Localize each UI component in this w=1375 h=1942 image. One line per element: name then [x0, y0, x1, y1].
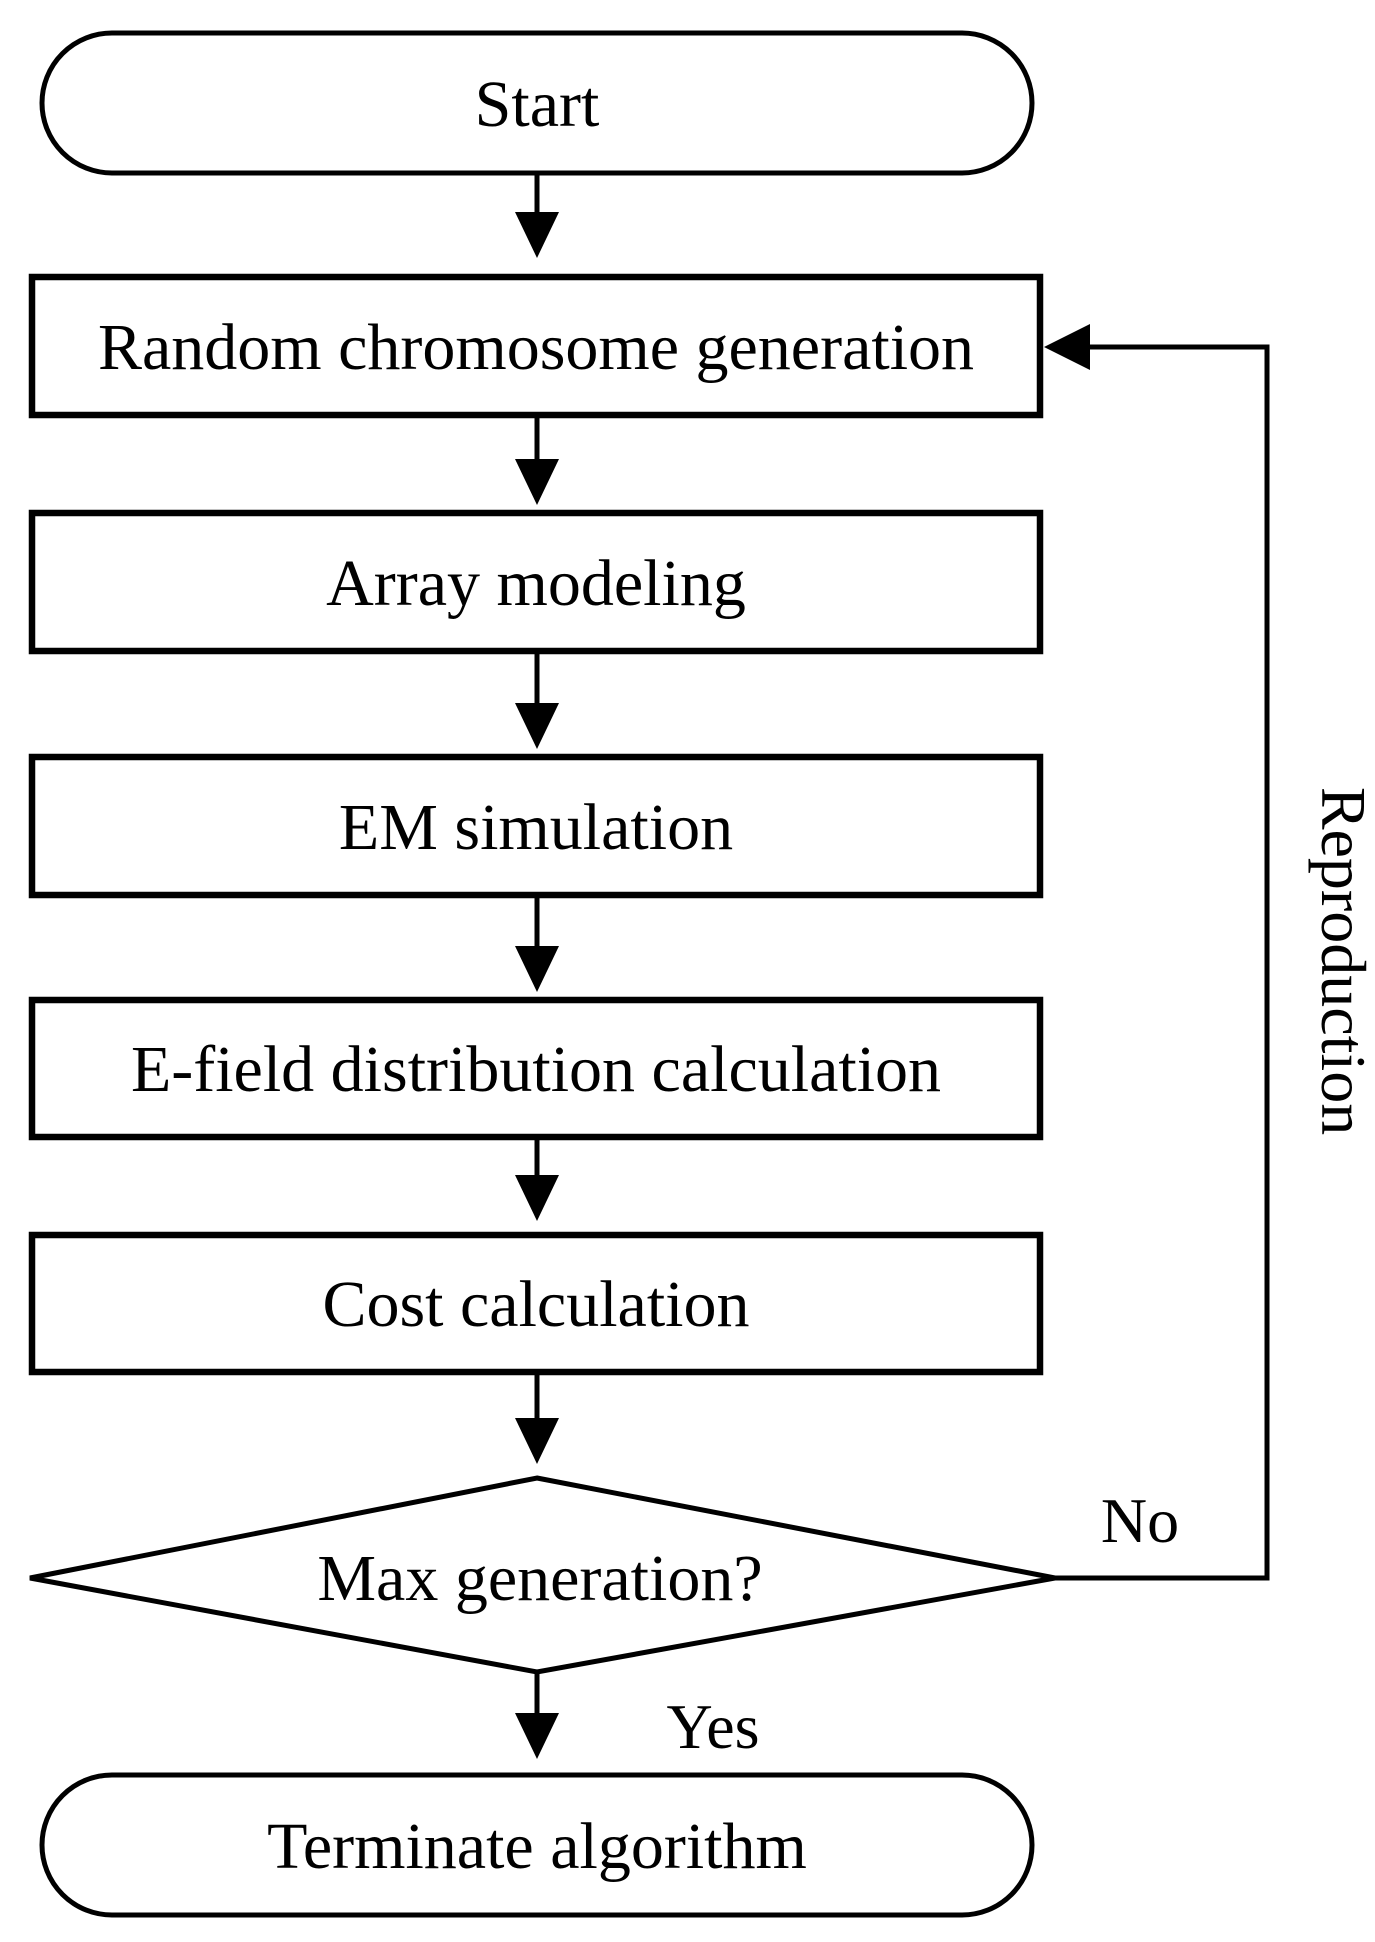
node-array-modeling: Array modeling — [28, 509, 1044, 655]
node-start: Start — [39, 30, 1035, 176]
node-max-generation: Max generation? — [29, 1475, 1056, 1675]
arrowhead-down-icon — [515, 1418, 559, 1464]
edge-label-yes: Yes — [666, 1691, 759, 1762]
node-label-max-generation: Max generation? — [317, 1542, 762, 1615]
node-e-field-distribution-calculation: E-field distribution calculation — [28, 996, 1044, 1141]
process-shape — [28, 509, 1044, 655]
arrowhead-down-icon — [515, 459, 559, 505]
node-terminate-algorithm: Terminate algorithm — [39, 1772, 1035, 1918]
node-label-random-chromosome-generation: Random chromosome generation — [98, 311, 974, 384]
node-label-terminate-algorithm: Terminate algorithm — [267, 1810, 807, 1883]
edge-array-to-em — [515, 651, 559, 749]
process-shape — [28, 1231, 1044, 1376]
decision-shape — [29, 1475, 1056, 1675]
node-label-start: Start — [475, 68, 600, 141]
node-em-simulation: EM simulation — [28, 753, 1044, 899]
node-label-e-field-distribution-calculation: E-field distribution calculation — [131, 1033, 941, 1106]
node-label-cost-calculation: Cost calculation — [322, 1268, 749, 1341]
edge-label-no: No — [1101, 1485, 1179, 1556]
edge-cost-to-decision — [515, 1372, 559, 1464]
process-shape — [28, 753, 1044, 899]
arrowhead-down-icon — [515, 1713, 559, 1759]
arrowhead-left-icon — [1044, 324, 1090, 370]
arrowhead-down-icon — [515, 212, 559, 258]
node-cost-calculation: Cost calculation — [28, 1231, 1044, 1376]
arrowhead-down-icon — [515, 946, 559, 992]
node-random-chromosome-generation: Random chromosome generation — [28, 273, 1044, 419]
process-shape — [28, 273, 1044, 419]
terminator-shape — [39, 1772, 1035, 1918]
terminator-shape — [39, 30, 1035, 176]
edge-start-to-random — [515, 173, 559, 258]
node-label-array-modeling: Array modeling — [326, 547, 746, 620]
edge-random-to-array — [515, 415, 559, 505]
node-label-em-simulation: EM simulation — [339, 791, 733, 864]
edge-decision-yes-to-terminate: Yes — [515, 1672, 760, 1762]
arrowhead-down-icon — [515, 703, 559, 749]
edge-label-reproduction: Reproduction — [1308, 787, 1375, 1135]
arrowhead-down-icon — [515, 1175, 559, 1221]
loop-line — [1052, 344, 1270, 1581]
edge-em-to-efield — [515, 895, 559, 992]
edge-efield-to-cost — [515, 1137, 559, 1221]
edge-decision-no-loop: No Reproduction — [1044, 324, 1375, 1581]
process-shape — [28, 996, 1044, 1141]
